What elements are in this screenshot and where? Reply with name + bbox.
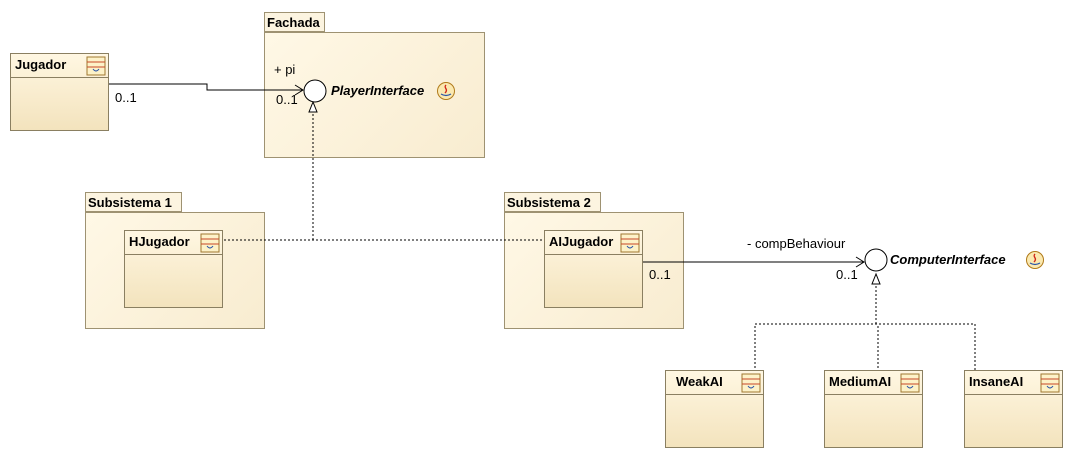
computer-source-multiplicity: 0..1	[649, 267, 671, 282]
class-insaneai[interactable]: InsaneAI	[964, 370, 1063, 448]
playerinterface-circle	[303, 79, 327, 103]
package-tab-subsistema-1: Subsistema 1	[85, 192, 182, 212]
association-jugador-playerinterface	[109, 83, 303, 91]
computer-role-label: - compBehaviour	[747, 236, 846, 251]
java-interface-icon	[437, 82, 455, 100]
class-name: AIJugador	[549, 234, 614, 249]
association-arrowhead-player	[294, 84, 304, 96]
class-name: HJugador	[129, 234, 190, 249]
player-source-multiplicity: 0..1	[115, 90, 137, 105]
class-name: InsaneAI	[969, 374, 1024, 389]
class-header: WeakAI	[666, 371, 763, 395]
java-interface-icon	[1026, 251, 1044, 269]
computerinterface-name[interactable]: ComputerInterface	[890, 252, 1006, 267]
class-name: Jugador	[15, 57, 67, 72]
class-aijugador[interactable]: AIJugador	[544, 230, 643, 308]
uml-class-icon	[200, 233, 220, 253]
realization-ai-hierarchy	[754, 323, 976, 372]
player-target-multiplicity: 0..1	[276, 92, 298, 107]
package-tab-subsistema-2: Subsistema 2	[504, 192, 601, 212]
uml-class-icon	[620, 233, 640, 253]
class-name: MediumAI	[829, 374, 892, 389]
realization-triangle-computer	[871, 272, 881, 285]
realization-triangle-player	[308, 100, 318, 113]
class-mediumai[interactable]: MediumAI	[824, 370, 923, 448]
package-tab-fachada: Fachada	[264, 12, 325, 32]
class-header: HJugador	[125, 231, 222, 255]
computer-target-multiplicity: 0..1	[836, 267, 858, 282]
class-header: AIJugador	[545, 231, 642, 255]
class-jugador[interactable]: Jugador	[10, 53, 109, 131]
class-hjugador[interactable]: HJugador	[124, 230, 223, 308]
playerinterface-name[interactable]: PlayerInterface	[331, 83, 425, 98]
uml-class-icon	[900, 373, 920, 393]
player-role-label: + pi	[274, 62, 296, 77]
class-header: MediumAI	[825, 371, 922, 395]
class-header: Jugador	[11, 54, 108, 78]
class-name: WeakAI	[676, 374, 723, 389]
uml-class-icon	[1040, 373, 1060, 393]
computerinterface-circle	[864, 248, 888, 272]
uml-class-icon	[741, 373, 761, 393]
class-weakai[interactable]: WeakAI	[665, 370, 764, 448]
class-header: InsaneAI	[965, 371, 1062, 395]
association-arrowhead-computer	[855, 256, 865, 268]
uml-class-icon	[86, 56, 106, 76]
